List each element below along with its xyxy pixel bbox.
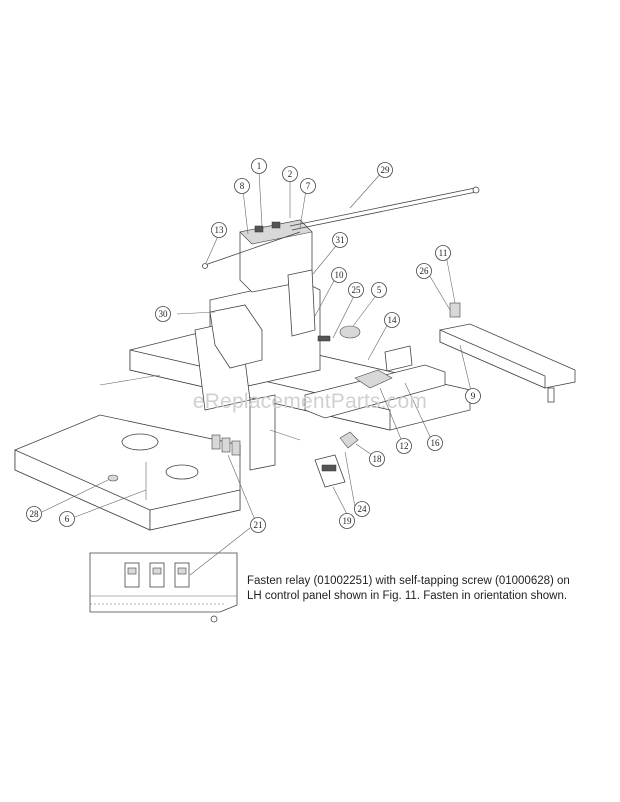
svg-text:31: 31 bbox=[336, 235, 345, 245]
svg-text:10: 10 bbox=[335, 270, 345, 280]
svg-text:19: 19 bbox=[343, 516, 353, 526]
callout-29: 29 bbox=[377, 162, 393, 178]
assembly-note: Fasten relay (01002251) with self-tappin… bbox=[247, 575, 570, 602]
svg-text:14: 14 bbox=[388, 315, 398, 325]
svg-text:18: 18 bbox=[373, 454, 383, 464]
svg-text:26: 26 bbox=[420, 266, 430, 276]
callouts: 1 2 29 8 7 13 31 11 26 10 25 5 30 14 9 1… bbox=[26, 158, 481, 533]
svg-text:7: 7 bbox=[306, 181, 311, 191]
svg-text:29: 29 bbox=[381, 165, 391, 175]
callout-26: 26 bbox=[416, 263, 432, 279]
bracket bbox=[287, 269, 316, 337]
callout-28: 28 bbox=[26, 506, 42, 522]
svg-text:12: 12 bbox=[400, 441, 409, 451]
callout-30: 30 bbox=[155, 306, 171, 322]
callout-13: 13 bbox=[211, 222, 227, 238]
svg-text:2: 2 bbox=[288, 169, 293, 179]
callout-31: 31 bbox=[332, 232, 348, 248]
svg-text:16: 16 bbox=[431, 438, 441, 448]
callout-16: 16 bbox=[427, 435, 443, 451]
callout-2: 2 bbox=[282, 166, 298, 182]
inset-lh-control-panel bbox=[89, 552, 238, 623]
deck-plate bbox=[14, 414, 241, 531]
rod bbox=[289, 186, 480, 231]
callout-19: 19 bbox=[339, 513, 355, 529]
svg-text:25: 25 bbox=[352, 285, 362, 295]
callout-11: 11 bbox=[435, 245, 451, 261]
callout-12: 12 bbox=[396, 438, 412, 454]
svg-text:24: 24 bbox=[358, 504, 368, 514]
callout-1: 1 bbox=[251, 158, 267, 174]
switch bbox=[317, 325, 361, 342]
callout-10: 10 bbox=[331, 267, 347, 283]
bracket-plate bbox=[209, 304, 263, 369]
callout-14: 14 bbox=[384, 312, 400, 328]
callout-7: 7 bbox=[300, 178, 316, 194]
callout-8: 8 bbox=[234, 178, 250, 194]
callout-5: 5 bbox=[371, 282, 387, 298]
callout-9: 9 bbox=[465, 388, 481, 404]
watermark: eReplacementParts.com bbox=[192, 390, 428, 413]
svg-text:30: 30 bbox=[159, 309, 169, 319]
leader-lines bbox=[41, 170, 473, 576]
callout-25: 25 bbox=[348, 282, 364, 298]
svg-text:13: 13 bbox=[215, 225, 225, 235]
switch-parts bbox=[314, 431, 359, 488]
control-panel-right bbox=[304, 345, 446, 419]
svg-text:6: 6 bbox=[65, 514, 70, 524]
svg-text:21: 21 bbox=[254, 520, 263, 530]
relay-cluster bbox=[211, 434, 241, 456]
right-arm bbox=[439, 302, 576, 403]
svg-text:5: 5 bbox=[377, 285, 382, 295]
cable bbox=[204, 231, 301, 266]
callout-24: 24 bbox=[354, 501, 370, 517]
svg-text:8: 8 bbox=[240, 181, 245, 191]
svg-text:1: 1 bbox=[257, 161, 262, 171]
svg-text:11: 11 bbox=[439, 248, 448, 258]
svg-text:28: 28 bbox=[30, 509, 40, 519]
callout-18: 18 bbox=[369, 451, 385, 467]
callout-21: 21 bbox=[250, 517, 266, 533]
svg-text:9: 9 bbox=[471, 391, 476, 401]
callout-6: 6 bbox=[59, 511, 75, 527]
